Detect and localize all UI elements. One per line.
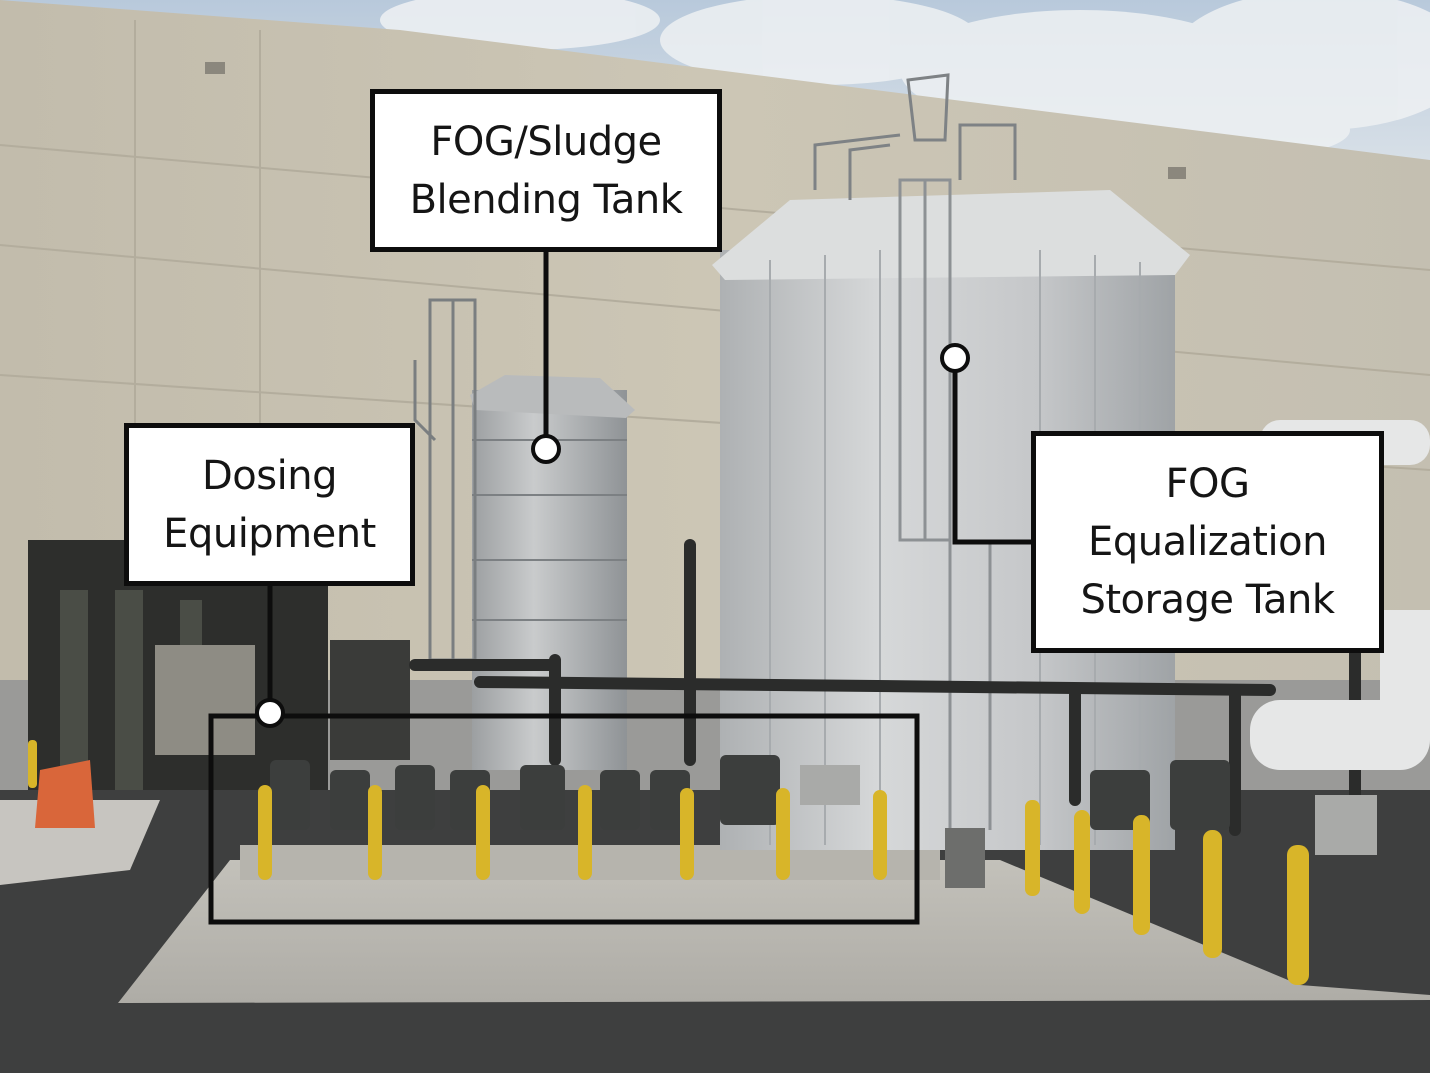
callout-line: Equalization	[1088, 519, 1327, 565]
fog-tank-railing	[813, 73, 1017, 200]
doorway	[330, 640, 410, 760]
callout-dosing-equipment: Dosing Equipment	[124, 423, 415, 586]
wall-light	[1168, 167, 1186, 179]
callout-line: Blending Tank	[409, 176, 683, 223]
wall-light	[205, 62, 225, 74]
callout-line: FOG	[1165, 461, 1251, 507]
process-piping	[409, 539, 1361, 836]
trash-bin	[945, 828, 985, 888]
yellow-bollards	[28, 740, 1309, 985]
callout-line: FOG/Sludge	[430, 118, 662, 165]
blending-tank-marker	[531, 434, 561, 464]
concrete-pad	[118, 860, 1430, 1003]
dosing-equipment-frame	[208, 713, 920, 925]
callout-line: Dosing	[202, 452, 337, 499]
control-panels	[800, 765, 1377, 855]
callout-dots	[255, 343, 970, 728]
truck-trailer	[155, 645, 255, 755]
callout-line: Storage Tank	[1080, 577, 1335, 623]
blending-tank-roof	[470, 375, 635, 418]
callout-blending-tank: FOG/Sludge Blending Tank	[370, 89, 722, 252]
fog-tank-marker	[940, 343, 970, 373]
orange-barrier	[35, 760, 95, 828]
callout-fog-equalization-tank: FOG Equalization Storage Tank	[1031, 431, 1384, 653]
callout-line: Equipment	[163, 510, 376, 557]
dosing-equipment-marker	[255, 698, 285, 728]
callout-connectors	[208, 252, 1031, 925]
